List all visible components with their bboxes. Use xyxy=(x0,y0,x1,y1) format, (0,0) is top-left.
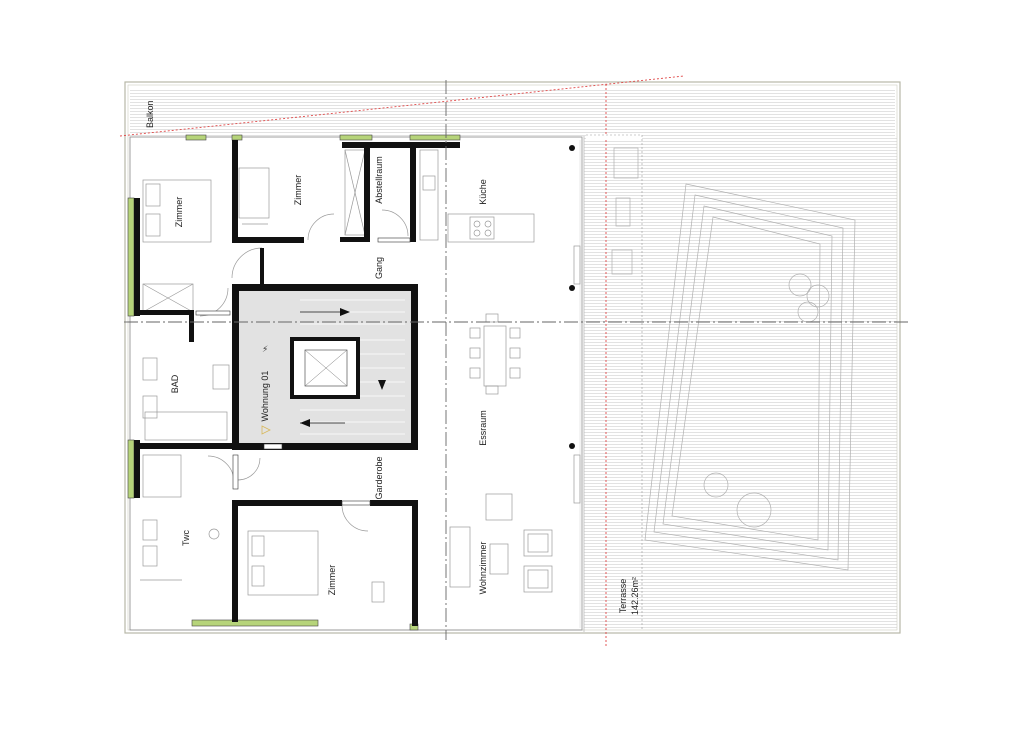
room-label-wohnzimmer: Wohnzimmer xyxy=(478,542,488,595)
room-label-zimmer-2: Zimmer xyxy=(293,175,303,206)
outer-boundary xyxy=(124,81,901,634)
stair-arrow-1 xyxy=(340,308,350,316)
terrace-area xyxy=(584,138,897,630)
elevator-shaft xyxy=(290,337,360,399)
room-label-terrasse: Terrasse xyxy=(618,579,628,614)
room-label-zimmer-1: Zimmer xyxy=(174,197,184,228)
room-label-kueche: Küche xyxy=(478,179,488,205)
elevator-symbol-icon: ⚡ xyxy=(262,345,268,355)
room-label-abstellraum: Abstellraum xyxy=(374,156,384,204)
room-label-gang: Gang xyxy=(374,257,384,279)
stair-arrow-2 xyxy=(378,380,386,390)
room-label-balkon: Balkon xyxy=(145,100,155,128)
section-lines xyxy=(119,75,685,648)
columns xyxy=(569,145,575,449)
room-label-zimmer-3: Zimmer xyxy=(327,565,337,596)
furniture xyxy=(140,149,581,603)
room-label-bad: BAD xyxy=(170,374,180,393)
terrace-planter xyxy=(611,147,856,571)
balcony-area xyxy=(130,88,895,136)
room-label-essraum: Essraum xyxy=(478,410,488,446)
room-label-twc: Twc xyxy=(181,530,191,547)
walls xyxy=(134,140,460,626)
entry-marker-icon xyxy=(261,425,271,435)
room-label-garderobe: Garderobe xyxy=(374,456,384,499)
unit-label: Wohnung 01 xyxy=(260,371,270,422)
axis-lines xyxy=(124,80,910,640)
terrace-area-label: 142.26m² xyxy=(630,577,640,615)
stair-treads xyxy=(300,299,405,435)
